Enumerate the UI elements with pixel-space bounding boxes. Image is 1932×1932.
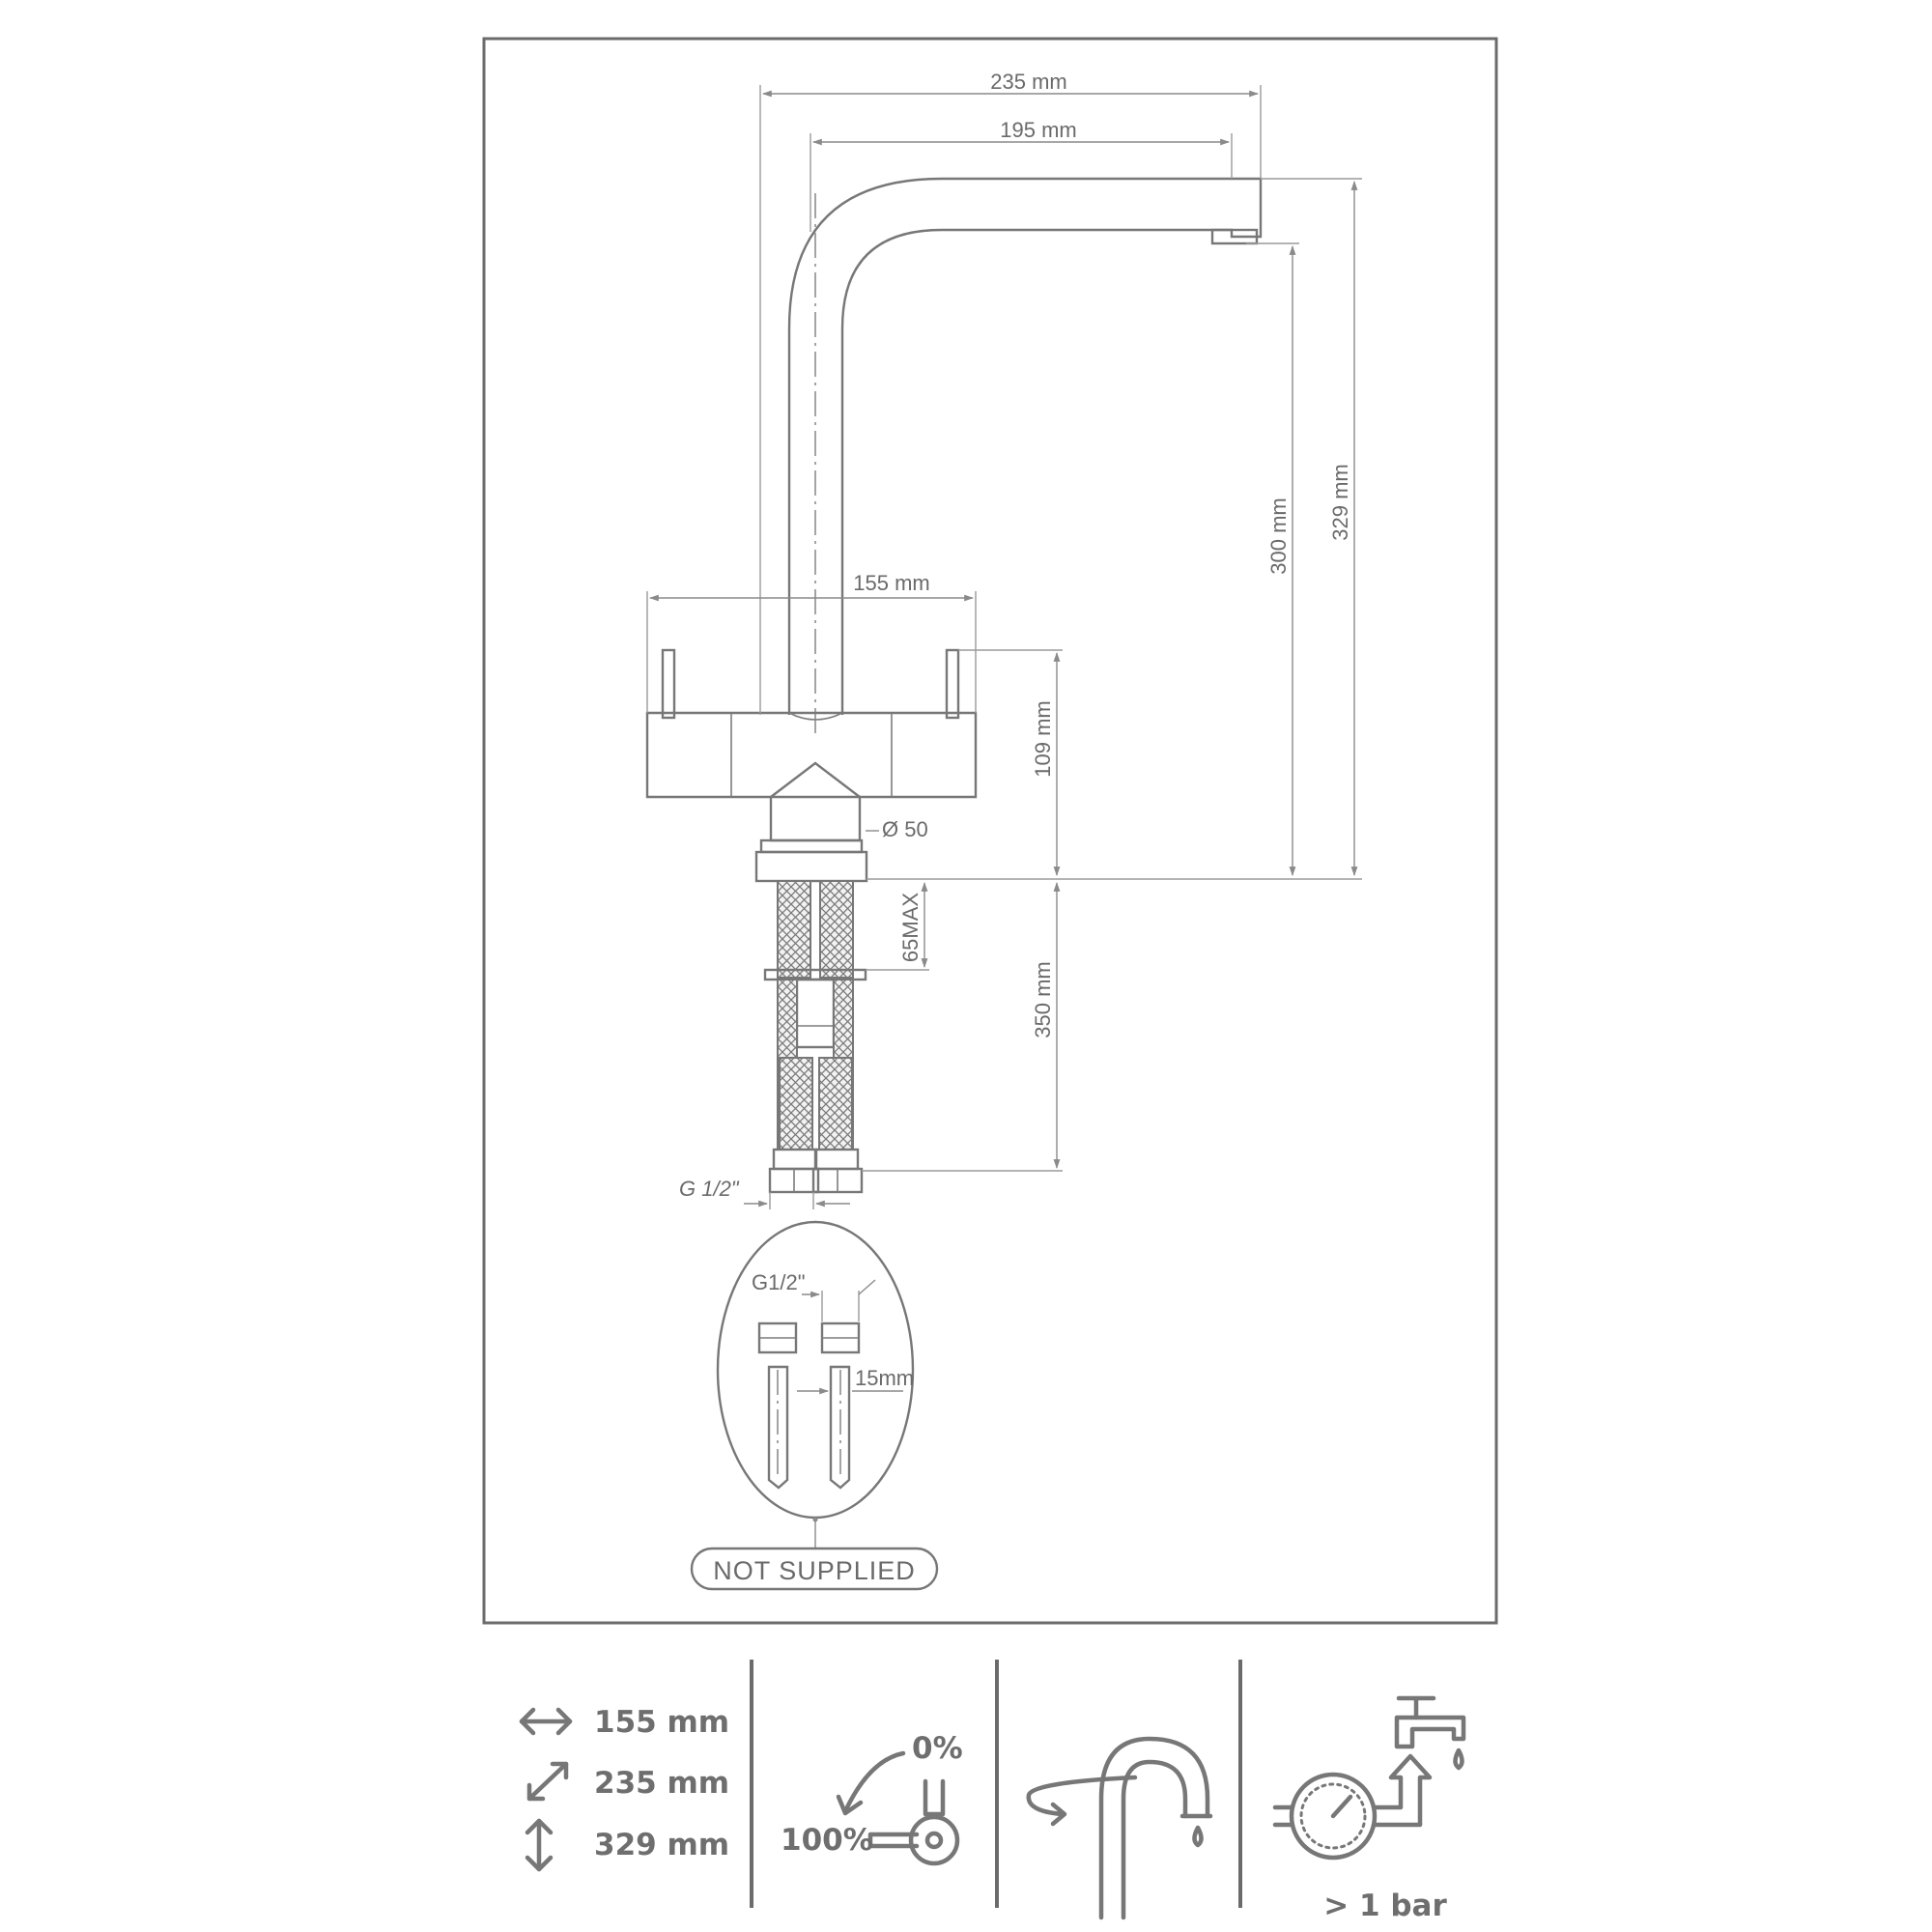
not-supplied-note: NOT SUPPLIED: [713, 1556, 916, 1585]
dim-235-label: 235 mm: [990, 70, 1066, 94]
pressure-gauge-icon: [1272, 1753, 1433, 1861]
dim-300-label: 300 mm: [1266, 497, 1291, 574]
flow-closed-label: 0%: [912, 1731, 963, 1766]
drawing-frame: [482, 37, 1498, 1625]
swivel-spout-icon: [1026, 1736, 1213, 1920]
spec-reach: 235 mm: [594, 1766, 729, 1801]
detail-view: [690, 1220, 939, 1591]
dim-diameter-label: Ø 50: [882, 817, 928, 841]
dim-thread-label: G 1/2": [679, 1177, 740, 1201]
arrow-horizontal-icon: [519, 1707, 573, 1736]
spec-height: 329 mm: [594, 1828, 729, 1862]
dimension-lines: [646, 85, 1362, 1209]
flow-open-label: 100%: [781, 1823, 873, 1858]
pressure-label: > 1 bar: [1323, 1889, 1447, 1923]
dim-155-label: 155 mm: [853, 571, 929, 595]
dim-329-label: 329 mm: [1328, 464, 1352, 540]
spec-width: 155 mm: [594, 1705, 729, 1740]
dim-65max-label: 65MAX: [898, 893, 923, 962]
dim-350-label: 350 mm: [1031, 961, 1055, 1037]
tap-icon: [1394, 1695, 1466, 1771]
dim-109-label: 109 mm: [1031, 700, 1055, 777]
detail-thread-label: G1/2": [752, 1270, 806, 1294]
dim-195-label: 195 mm: [1000, 118, 1076, 142]
arrow-diagonal-icon: [526, 1761, 569, 1802]
detail-pipe-label: 15mm: [855, 1366, 914, 1390]
tap-elevation: [645, 177, 1263, 1194]
arrow-vertical-icon: [525, 1818, 554, 1872]
lever-flow-icon: [836, 1750, 960, 1866]
